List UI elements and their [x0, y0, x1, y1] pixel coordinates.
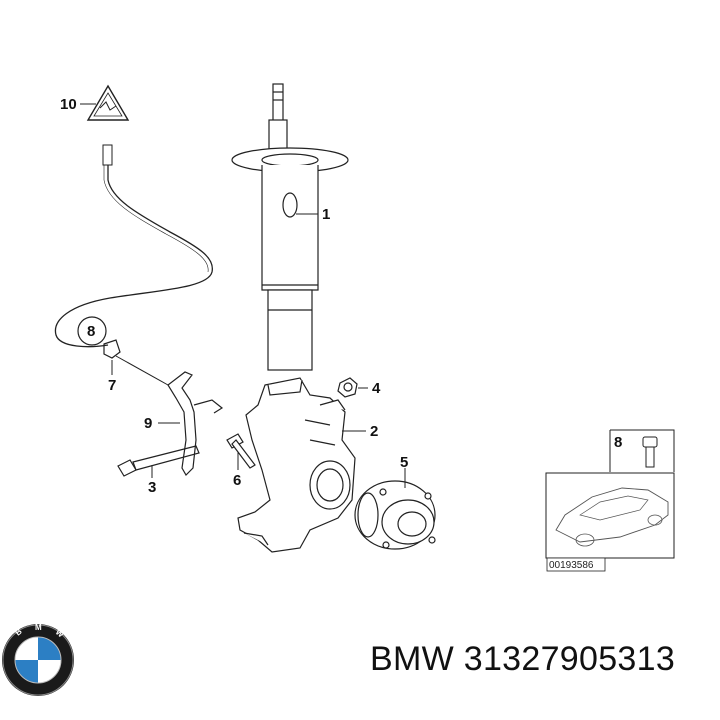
bolt-3: [117, 445, 200, 477]
sensor-cable-outline: [103, 165, 209, 273]
svg-text:B: B: [14, 627, 24, 638]
callout-7: 7: [108, 377, 116, 394]
callout-4: 4: [372, 380, 381, 397]
sensor-cable: [54, 165, 213, 348]
svg-text:M: M: [35, 623, 42, 632]
diagram-reference-code: 00193586: [549, 560, 594, 571]
callout-8: 8: [87, 323, 95, 340]
nut-4: [337, 377, 358, 398]
pulse-generator-sensor: [103, 339, 121, 359]
callout-10: 10: [60, 96, 77, 113]
callout-3: 3: [148, 479, 156, 496]
bracket-9: [167, 371, 224, 476]
screw-8-shank: [645, 446, 655, 468]
callout-6: 6: [233, 472, 241, 489]
wheel-hub: [354, 480, 436, 550]
warning-label-triangle: [86, 84, 130, 121]
callout-circle-8: [77, 316, 107, 346]
inset-callout-8: 8: [614, 434, 622, 451]
leader-line-sensor: [115, 355, 169, 386]
bmw-logo: B M W: [2, 623, 74, 696]
screw-8-head: [642, 436, 658, 448]
steering-knuckle: [237, 377, 356, 553]
screw-6: [226, 433, 256, 469]
part-number-caption: BMW 31327905313: [370, 640, 676, 678]
callout-1: 1: [322, 206, 330, 223]
callout-9: 9: [144, 415, 152, 432]
svg-text:W: W: [54, 628, 66, 640]
shock-absorber-strut: [231, 83, 349, 371]
inset-screw-panel: 8: [609, 429, 675, 472]
callout-5: 5: [400, 454, 408, 471]
callout-2: 2: [370, 423, 378, 440]
vehicle-inset-panel: 00193586: [545, 472, 675, 572]
car-silhouette: [555, 487, 669, 543]
cable-connector: [102, 144, 113, 166]
